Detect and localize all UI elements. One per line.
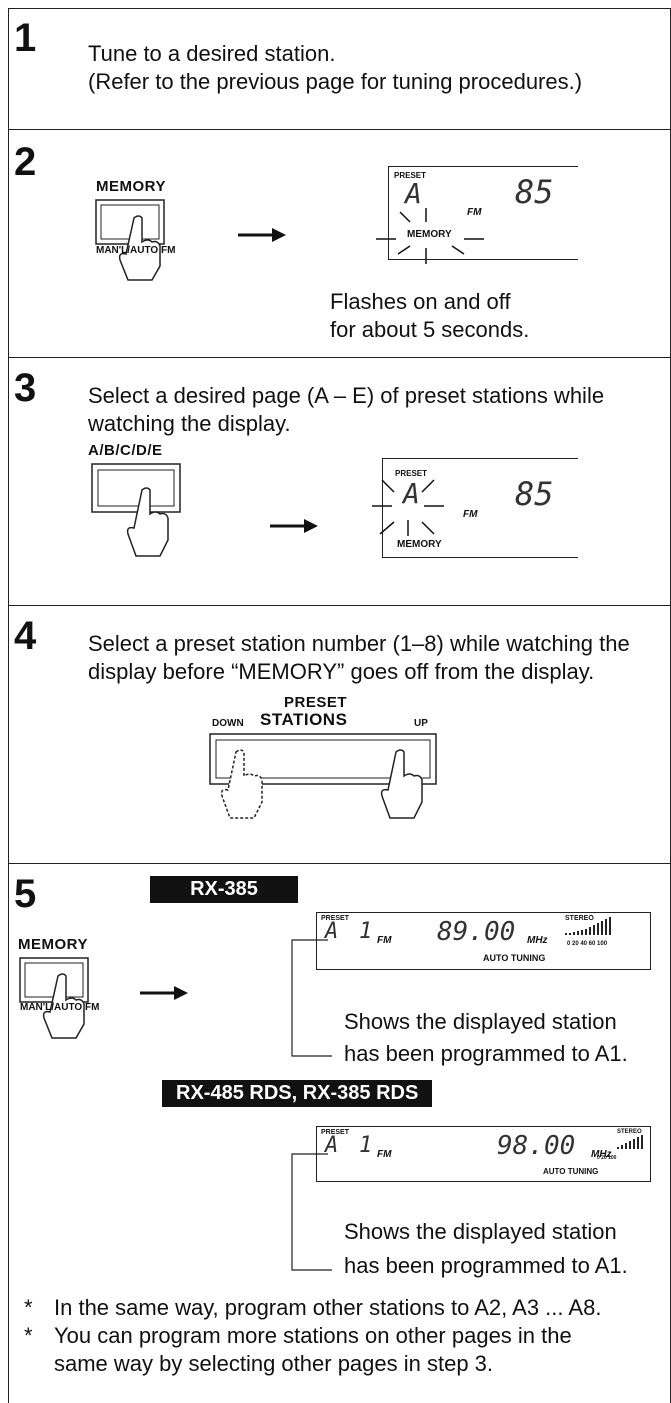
model-badge: RX-485 RDS, RX-385 RDS (162, 1080, 433, 1107)
down-label: DOWN (212, 718, 244, 729)
step-3: 3 Select a desired page (A – E) of prese… (8, 358, 671, 606)
step-4: 4 Select a preset station number (1–8) w… (8, 606, 671, 864)
flash-rays-icon (372, 479, 444, 536)
note-text: same way by selecting other pages in ste… (54, 1351, 494, 1376)
note-text: In the same way, program other stations … (54, 1295, 602, 1320)
callout-bracket (291, 939, 332, 1057)
up-label: UP (414, 718, 428, 729)
step-number: 4 (14, 614, 37, 658)
programmed-caption: has been programmed to A1. (344, 1041, 628, 1066)
arrow-right-icon (140, 986, 188, 1000)
fm-display: PRESET A FM 85 MEMORY (388, 166, 578, 260)
step-text: Tune to a desired station. (88, 41, 336, 66)
programmed-caption: Shows the displayed station (344, 1219, 617, 1244)
page-button-label: A/B/C/D/E (88, 442, 163, 459)
arrow-right-icon (270, 519, 318, 533)
page-button-press-icon (91, 463, 181, 557)
step-text: (Refer to the previous page for tuning p… (88, 69, 583, 94)
step-text: Select a desired page (A – E) of preset … (88, 383, 605, 408)
memory-button-sublabel: MAN'L/AUTO FM (20, 1002, 100, 1013)
callout-bracket (291, 1153, 332, 1271)
note-bullet: * (24, 1295, 33, 1320)
flash-rays-icon (376, 208, 484, 264)
step-text: watching the display. (88, 411, 291, 436)
step-number: 1 (14, 16, 37, 60)
step-5: 5 RX-385 MEMORY MAN'L/AUTO FM PRESET A 1… (8, 864, 671, 1403)
note-bullet: * (24, 1323, 33, 1348)
rds-display: PRESET A 1 FM 98.00 MHz STEREO 0 20 100 … (316, 1126, 651, 1182)
step-text: Select a preset station number (1–8) whi… (88, 631, 630, 656)
rx385-display: PRESET A 1 FM 89.00 MHz STEREO 0 20 40 6… (316, 912, 651, 970)
signal-meter-icon (565, 917, 611, 935)
step-1: 1 Tune to a desired station. (Refer to t… (8, 8, 671, 130)
memory-button-label: MEMORY (18, 936, 88, 953)
signal-meter-icon (617, 1135, 643, 1149)
programmed-caption: has been programmed to A1. (344, 1253, 628, 1278)
step-text: display before “MEMORY” goes off from th… (88, 659, 595, 684)
note-text: You can program more stations on other p… (54, 1323, 572, 1348)
step-2: 2 MEMORY MAN'L/AUTO FM PRESET A FM 85 ME… (8, 130, 671, 358)
step-number: 5 (14, 872, 37, 916)
step-number: 2 (14, 140, 37, 184)
memory-button-label: MEMORY (96, 178, 166, 195)
memory-button-press-icon (19, 957, 89, 1039)
programmed-caption: Shows the displayed station (344, 1009, 617, 1034)
preset-label: PRESET (284, 694, 348, 711)
flash-caption: for about 5 seconds. (330, 317, 530, 342)
fm-display: PRESET A FM 85 MEMORY (382, 458, 578, 558)
memory-button-press-icon (95, 199, 165, 281)
memory-button-sublabel: MAN'L/AUTO FM (96, 245, 176, 256)
preset-stations-button-icon (209, 733, 437, 819)
flash-caption: Flashes on and off (330, 289, 511, 314)
model-badge: RX-385 (150, 876, 298, 903)
arrow-right-icon (238, 228, 286, 242)
step-number: 3 (14, 366, 37, 410)
stations-label: STATIONS (260, 710, 348, 729)
